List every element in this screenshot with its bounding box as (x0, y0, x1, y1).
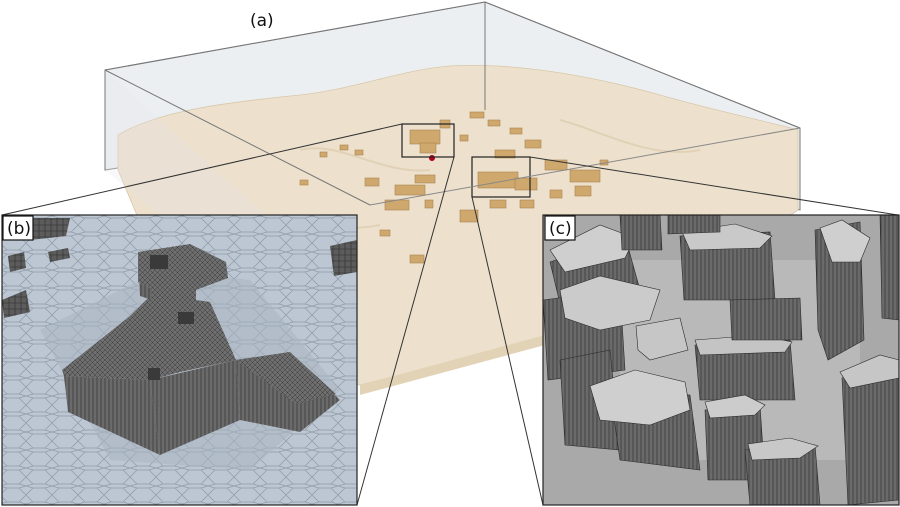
building-wall (667, 215, 721, 235)
building (524, 139, 542, 149)
connector-c-left (471, 196, 544, 506)
building (459, 209, 479, 223)
panel-label-b: (b) (7, 219, 31, 239)
mesh-building-small (8, 252, 26, 272)
mesh-building-wall (150, 360, 240, 455)
building (379, 229, 391, 237)
building (544, 159, 568, 171)
building-roof (704, 394, 766, 419)
building (419, 142, 437, 154)
building (409, 254, 425, 264)
mesh-building-top (236, 352, 336, 404)
building (364, 177, 380, 187)
mesh-building-wall (138, 252, 152, 300)
connector-b-left (1, 123, 403, 216)
connector-b-right (356, 156, 455, 506)
connector-c-right (529, 156, 899, 216)
mesh-building-wall (64, 376, 160, 455)
domain-box-front-edge (369, 127, 801, 206)
inset-b-label-box (2, 215, 34, 241)
building (459, 134, 469, 142)
inset-b-frame (1, 214, 358, 506)
zoom-connectors (1, 123, 899, 506)
terrain-side (360, 335, 545, 395)
courtyard (150, 255, 168, 269)
building (519, 199, 535, 209)
building-roof (589, 369, 691, 426)
building (354, 149, 364, 156)
zoom-box-c (471, 156, 531, 198)
building (299, 179, 309, 186)
building (394, 184, 426, 196)
building (339, 144, 349, 151)
building-roof (559, 275, 661, 331)
building-roof (839, 354, 899, 389)
courtyard (178, 312, 194, 324)
inset-c-label-box (544, 215, 576, 241)
building (569, 169, 601, 183)
building-roof (635, 317, 689, 361)
building (409, 129, 441, 145)
building (489, 199, 507, 209)
mesh-building-top (62, 244, 236, 380)
building (574, 185, 592, 197)
building (469, 111, 485, 119)
mesh-building-small (2, 290, 30, 318)
panel-label-c: (c) (549, 219, 572, 239)
building (487, 119, 501, 127)
faceted-buildings (543, 215, 899, 505)
building-wall (619, 215, 663, 251)
building-roof (819, 219, 871, 263)
courtyard (148, 368, 160, 380)
inset-b-mesh-view (2, 215, 357, 505)
panel-label-a: (a) (250, 11, 274, 31)
inset-c-frame (542, 214, 900, 506)
mesh-building-small (330, 240, 357, 276)
probe-point (429, 155, 435, 161)
building (494, 149, 516, 159)
zoom-box-b (401, 123, 455, 158)
building-wall (729, 297, 803, 341)
building (319, 151, 328, 158)
building (514, 177, 538, 191)
building-wall (879, 215, 899, 321)
building (509, 127, 523, 135)
mesh-building-small (48, 248, 70, 262)
building (424, 199, 434, 209)
building (414, 174, 436, 184)
mesh-building-small (30, 218, 70, 240)
building-roof (747, 437, 819, 461)
inset-c-geometry-view (543, 215, 899, 505)
domain-box-edges (104, 1, 801, 210)
building (549, 189, 563, 199)
